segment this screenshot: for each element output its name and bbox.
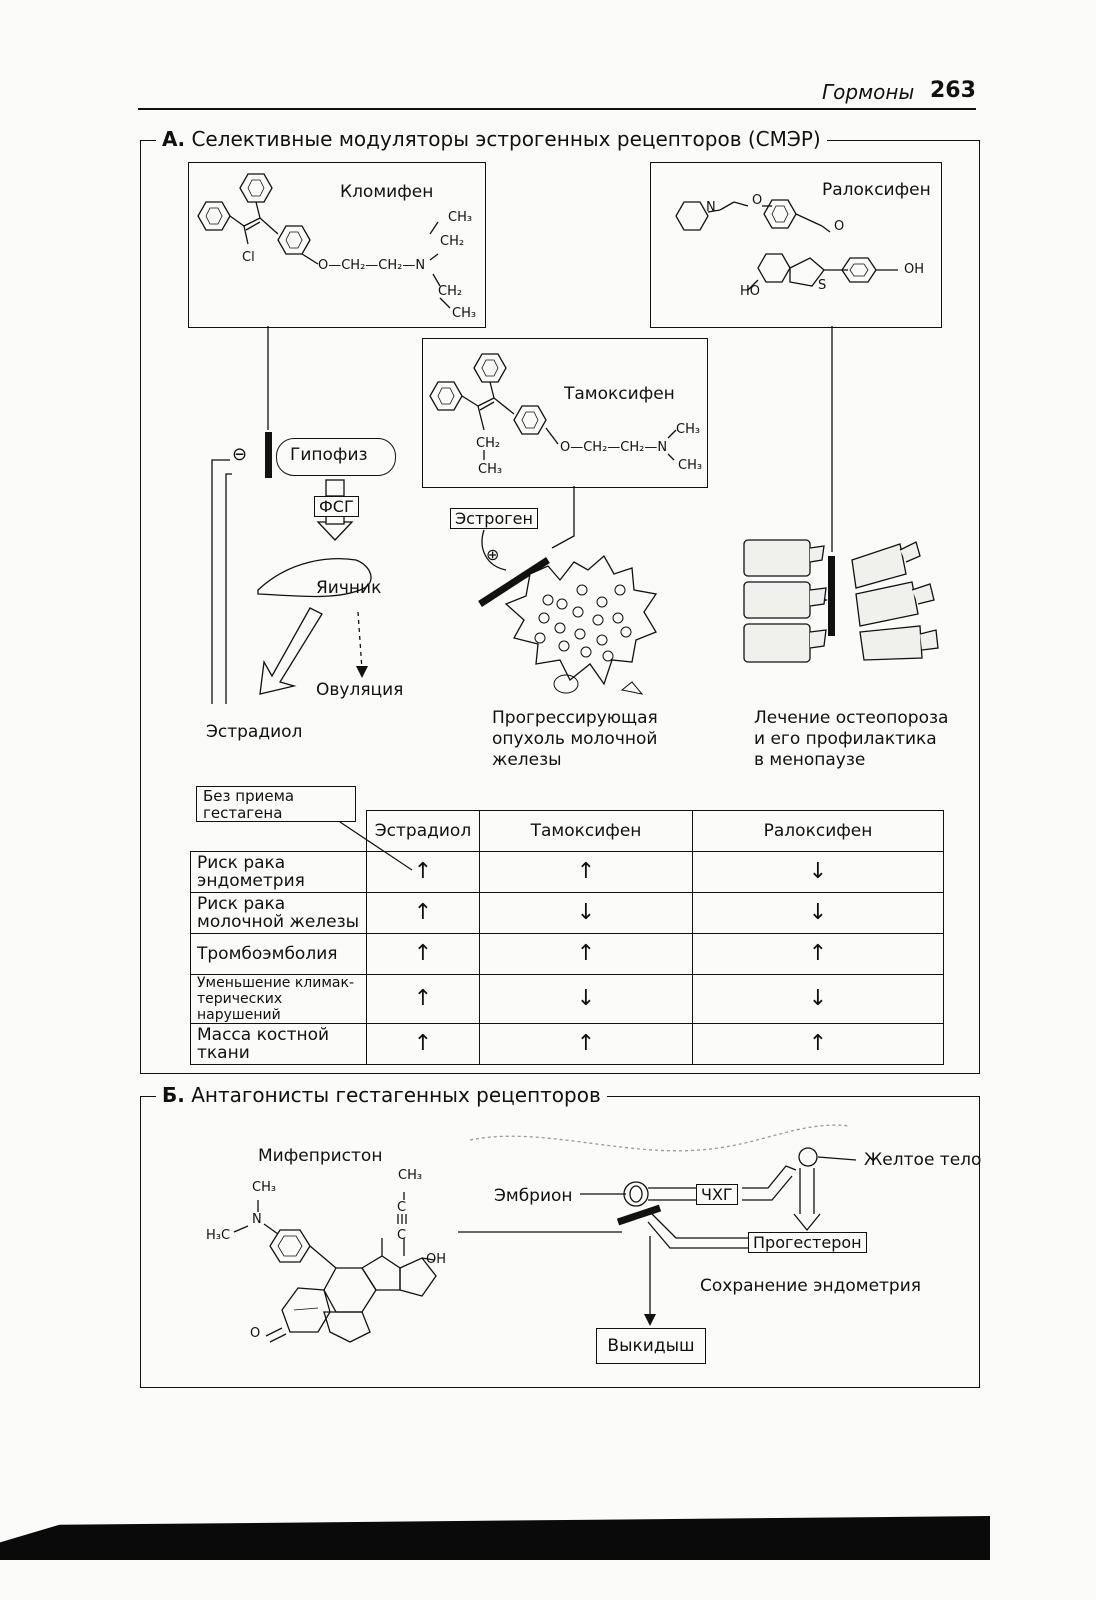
pituitary-receptor bbox=[265, 432, 272, 478]
estradiol-label: Эстрадиол bbox=[206, 722, 303, 742]
miscarriage-box: Выкидыш bbox=[596, 1328, 706, 1364]
tamoxifen-chain: O—CH₂—CH₂—N bbox=[560, 440, 668, 455]
effects-table: Эстрадиол Тамоксифен Ралоксифен Риск рак… bbox=[190, 810, 944, 1065]
effect-arrow: ↓ bbox=[808, 899, 828, 925]
raloxifene-o-ether: O bbox=[752, 193, 763, 208]
tumor-receptor bbox=[478, 557, 550, 607]
tamoxifen-ch3-bottom: CH₃ bbox=[478, 462, 503, 477]
clomiphene-ch2-top: CH₂ bbox=[440, 234, 465, 249]
col-estradiol: Эстрадиол bbox=[366, 810, 480, 852]
running-header-title: Гормоны bbox=[822, 80, 915, 104]
clomiphene-ch3-top: CH₃ bbox=[448, 210, 473, 225]
effect-arrow: ↓ bbox=[808, 858, 828, 884]
effect-arrow: ↑ bbox=[413, 940, 433, 966]
header-rule bbox=[138, 108, 976, 110]
page-number: 263 bbox=[930, 78, 976, 103]
clomiphene-ch3-bottom: CH₃ bbox=[452, 306, 477, 321]
raloxifene-n: N bbox=[706, 200, 716, 215]
clomiphene-structure bbox=[197, 173, 451, 309]
bone-receptor bbox=[828, 556, 835, 636]
tamoxifen-ch2: CH₂ bbox=[476, 436, 501, 451]
pituitary-node bbox=[276, 438, 396, 476]
no-progestin-note: Без приема гестагена bbox=[196, 786, 356, 822]
tumor-caption: Прогрессирующая опухоль молочной железы bbox=[492, 708, 658, 770]
mifepristone-oh: OH bbox=[426, 1252, 447, 1267]
fsh-label: ФСГ bbox=[314, 496, 359, 517]
raloxifene-s: S bbox=[818, 278, 827, 293]
raloxifene-structure bbox=[675, 199, 898, 291]
mifepristone-o: O bbox=[250, 1326, 261, 1341]
effect-arrow: ↑ bbox=[576, 858, 596, 884]
effect-arrow: ↑ bbox=[808, 940, 828, 966]
pituitary-label: Гипофиз bbox=[290, 445, 368, 465]
plus-icon: ⊕ bbox=[486, 545, 500, 564]
mifepristone-ch3-amine: CH₃ bbox=[252, 1180, 277, 1195]
raloxifene-ho: HO bbox=[740, 284, 761, 299]
tamoxifen-label: Тамоксифен bbox=[564, 384, 675, 404]
ovulation-label: Овуляция bbox=[316, 680, 404, 700]
raloxifene-oh: OH bbox=[904, 262, 925, 277]
corpus-luteum-label: Желтое тело bbox=[864, 1150, 982, 1170]
table-row: Тромбоэмболия ↑ ↑ ↑ bbox=[190, 932, 944, 975]
effect-arrow: ↓ bbox=[576, 899, 596, 925]
row-label: Уменьшение климак-терических нарушений bbox=[190, 973, 367, 1024]
estrogen-label: Эстроген bbox=[450, 508, 538, 529]
tamoxifen-structure bbox=[429, 353, 677, 461]
minus-icon: ⊖ bbox=[232, 444, 248, 465]
effect-arrow: ↑ bbox=[576, 940, 596, 966]
tamoxifen-ch3-right: CH₃ bbox=[678, 458, 703, 473]
osteoporosis-caption: Лечение остеопороза и его профилактика в… bbox=[754, 708, 949, 770]
effect-arrow: ↑ bbox=[576, 1030, 596, 1056]
progesterone-label: Прогестерон bbox=[748, 1232, 867, 1253]
vertebrae-normal bbox=[743, 539, 827, 663]
effect-arrow: ↓ bbox=[808, 985, 828, 1011]
raloxifene-o-ketone: O bbox=[834, 219, 845, 234]
col-raloxifene: Ралоксифен bbox=[692, 810, 944, 852]
tamoxifen-ch3-top: CH₃ bbox=[676, 422, 701, 437]
effect-arrow: ↑ bbox=[413, 985, 433, 1011]
effect-arrow: ↑ bbox=[413, 858, 433, 884]
raloxifene-label: Ралоксифен bbox=[822, 180, 931, 200]
section-b-title: Б. Антагонисты гестагенных рецепторов bbox=[156, 1083, 607, 1107]
effect-arrow: ↑ bbox=[808, 1030, 828, 1056]
clomiphene-label: Кломифен bbox=[340, 182, 434, 202]
tumor-cell bbox=[504, 554, 658, 686]
mifepristone-n: N bbox=[252, 1212, 262, 1227]
clomiphene-cl: Cl bbox=[242, 250, 255, 265]
effect-arrow: ↑ bbox=[413, 899, 433, 925]
mifepristone-c-bottom: C bbox=[397, 1228, 407, 1243]
table-row: Уменьшение климак-терических нарушений ↑… bbox=[190, 973, 944, 1024]
vertebrae-osteoporotic bbox=[851, 541, 939, 661]
section-a-title: А. Селективные модуляторы эстрогенных ре… bbox=[156, 127, 827, 151]
clomiphene-ch2-bottom: CH₂ bbox=[438, 284, 463, 299]
mifepristone-ch3-alkyne: CH₃ bbox=[398, 1168, 423, 1183]
mifepristone-label: Мифепристон bbox=[258, 1146, 383, 1166]
raloxifene-box bbox=[650, 162, 942, 328]
endometrium-label: Сохранение эндометрия bbox=[700, 1276, 921, 1296]
hcg-label: ЧХГ bbox=[696, 1184, 738, 1205]
progesterone-receptor bbox=[616, 1204, 662, 1226]
mifepristone-c-top: C bbox=[397, 1200, 407, 1215]
clomiphene-chain: O—CH₂—CH₂—N bbox=[318, 258, 426, 273]
effect-arrow: ↑ bbox=[413, 1030, 433, 1056]
mifepristone-structure bbox=[233, 1192, 437, 1343]
tamoxifen-box bbox=[422, 338, 708, 488]
clomiphene-box bbox=[188, 162, 486, 328]
effect-arrow: ↓ bbox=[576, 985, 596, 1011]
embryo-label: Эмбрион bbox=[494, 1186, 573, 1206]
ovary-label: Яичник bbox=[316, 578, 382, 598]
mifepristone-h3c: H₃C bbox=[206, 1228, 231, 1243]
